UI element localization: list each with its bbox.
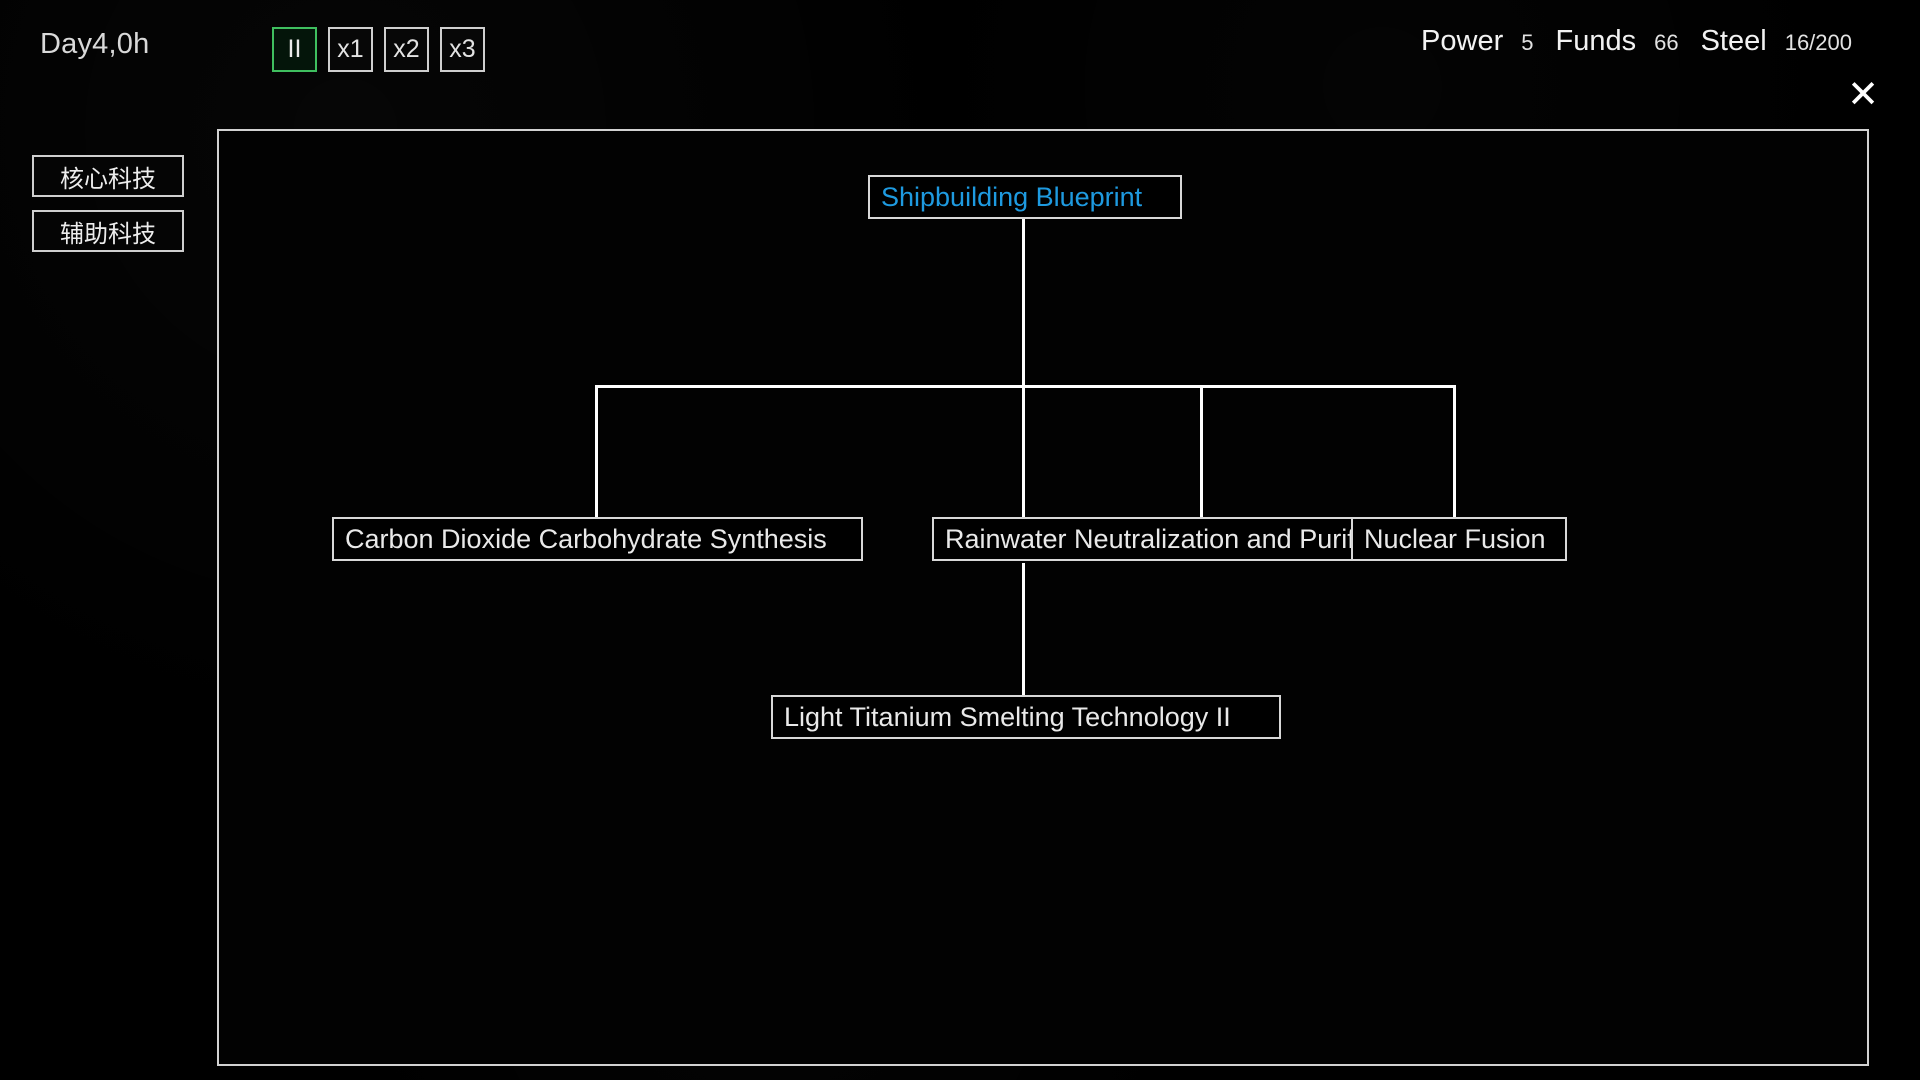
tech-node-nuclear-fusion[interactable]: Nuclear Fusion <box>1351 517 1567 561</box>
sidebar-tab-auxiliary-tech[interactable]: 辅助科技 <box>32 210 184 252</box>
tech-tree-panel: Shipbuilding Blueprint Carbon Dioxide Ca… <box>217 129 1869 1066</box>
tech-node-rainwater-neutralization-and-purification[interactable]: Rainwater Neutralization and Purificatio… <box>932 517 1362 561</box>
resource-power: Power 5 <box>1421 25 1555 58</box>
close-icon[interactable]: ✕ <box>1847 74 1879 116</box>
edge-to-carbon-dioxide <box>595 385 598 519</box>
edge-to-rainwater <box>1022 385 1025 519</box>
edge-branch-bar <box>595 385 1456 388</box>
speed-x3-button[interactable]: x3 <box>440 27 485 72</box>
game-clock: Day4,0h <box>40 28 150 60</box>
edge-to-nuclear-fusion <box>1200 385 1203 519</box>
resource-steel-value: 16/200 <box>1784 30 1852 55</box>
tech-tree-canvas: Shipbuilding Blueprint Carbon Dioxide Ca… <box>219 131 1867 1064</box>
edge-bar-right-drop <box>1453 385 1456 519</box>
sidebar-tab-core-tech[interactable]: 核心科技 <box>32 155 184 197</box>
resource-power-label: Power <box>1421 25 1504 57</box>
resource-power-value: 5 <box>1521 30 1534 55</box>
tech-node-shipbuilding-blueprint[interactable]: Shipbuilding Blueprint <box>868 175 1182 219</box>
edge-rainwater-to-light-titanium <box>1022 563 1025 697</box>
speed-x2-button[interactable]: x2 <box>384 27 429 72</box>
resource-funds-value: 66 <box>1654 30 1679 55</box>
resource-readout: Power 5 Funds 66 Steel 16/200 <box>1421 25 1852 58</box>
speed-x1-button[interactable]: x1 <box>328 27 373 72</box>
resource-steel-label: Steel <box>1700 25 1767 57</box>
tech-node-carbon-dioxide-carbohydrate-synthesis[interactable]: Carbon Dioxide Carbohydrate Synthesis <box>332 517 863 561</box>
resource-funds: Funds 66 <box>1556 25 1701 58</box>
top-hud-bar: Day4,0h II x1 x2 x3 Power 5 Funds 66 Ste… <box>0 0 1920 114</box>
resource-steel: Steel 16/200 <box>1701 25 1852 58</box>
game-speed-controls: II x1 x2 x3 <box>272 27 485 72</box>
tech-node-light-titanium-smelting-technology-ii[interactable]: Light Titanium Smelting Technology II <box>771 695 1281 739</box>
pause-button[interactable]: II <box>272 27 317 72</box>
edge-root-trunk <box>1022 217 1025 517</box>
resource-funds-label: Funds <box>1555 25 1637 57</box>
tech-category-sidebar: 核心科技 辅助科技 <box>32 155 184 252</box>
